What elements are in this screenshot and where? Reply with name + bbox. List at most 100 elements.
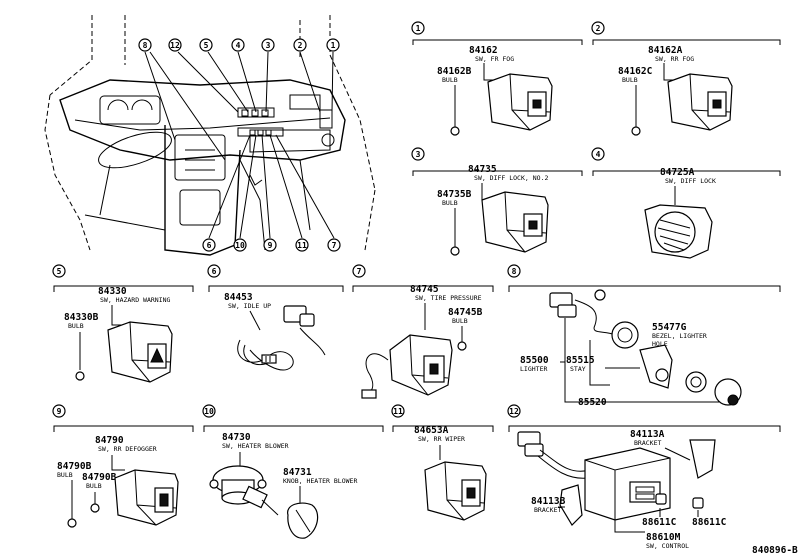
part-number: 84745 [410,284,439,295]
part-number: 55477G [652,322,687,333]
callout-number: 10 [235,241,245,250]
part-description: SW, FR FOG [475,55,514,63]
part-description: BULB [86,482,102,490]
callout-number: 4 [596,150,601,159]
bulb-icon [450,126,460,136]
part-number: 85515 [566,355,595,366]
part-description: SW, IDLE UP [228,302,271,310]
callout-9[interactable]: 9 [263,238,277,252]
part-number: 84330 [98,286,127,297]
callout-number: 4 [236,41,241,50]
callout-4[interactable]: 4 [231,38,245,52]
part-number: 84790 [95,435,124,446]
section-11: 11 84653A SW, RR WIPER [391,404,494,521]
section-10: 10 84730 SW, HEATER BLOWER 84731 KNOB, H… [202,404,384,539]
part-number: 84745B [448,307,483,318]
lighter-harness [549,289,742,406]
callout-3[interactable]: 3 [261,38,275,52]
callout-number: 6 [212,267,217,276]
idle-up-switch [237,305,326,371]
part-description: BULB [622,76,638,84]
callout-2[interactable]: 2 [293,38,307,52]
bulb-icon [67,518,77,528]
callout-7[interactable]: 7 [327,238,341,252]
callout-1[interactable]: 1 [326,38,340,52]
callout-5[interactable]: 5 [199,38,213,52]
callout-number: 7 [332,241,337,250]
callout-number: 7 [357,267,362,276]
part-number: 84730 [222,432,251,443]
callout-number: 3 [266,41,271,50]
part-description: BULB [68,322,84,330]
callout-number: 5 [204,41,209,50]
part-number: 84453 [224,292,253,303]
section-12: 12 84113A BRACKET 84113B BRACKET 88611C … [507,404,781,550]
part-number: 84790B [57,461,92,472]
section-7: 7 84745 SW, TIRE PRESSURE 84745B BULB [352,264,494,399]
part-description: BULB [452,317,468,325]
part-number: 84330B [64,312,99,323]
fog-switch [667,73,733,131]
part-number: 84725A [660,167,695,178]
part-description: SW, DIFF LOCK [665,177,716,185]
heater-blower-switch [209,465,279,516]
part-number: 84162A [648,45,683,56]
control-switch-assembly [517,431,716,526]
bulb-icon [450,246,460,256]
part-description: BULB [57,471,73,479]
callout-number: 11 [297,241,307,250]
part-number: 84162B [437,66,472,77]
part-number: 84735 [468,164,497,175]
part-number: 85500 [520,355,549,366]
part-description: SW, RR FOG [655,55,694,63]
defogger-switch [114,469,179,526]
part-description: SW, HAZARD WARNING [100,296,171,304]
callout-8[interactable]: 8 [138,38,152,52]
part-number: 84162 [469,45,498,56]
part-description: SW, DIFF LOCK, NO.2 [474,174,548,182]
callout-number: 5 [57,267,62,276]
callout-number: 3 [416,150,421,159]
bulb-icon [90,503,100,513]
callout-11[interactable]: 11 [295,238,309,252]
part-number: 84735B [437,189,472,200]
callout-number: 1 [331,41,336,50]
callout-number: 2 [596,24,601,33]
part-description: BULB [442,199,458,207]
knob-icon [287,502,319,539]
callout-12[interactable]: 12 [168,38,182,52]
part-number: 84653A [414,425,449,436]
callout-10[interactable]: 10 [233,238,247,252]
tire-pressure-switch [361,334,467,399]
callout-number: 2 [298,41,303,50]
rr-wiper-switch [424,461,487,521]
fog-switch [487,73,553,131]
diff-lock-switch [481,191,549,253]
callout-number: 6 [207,241,212,250]
main-callouts: 8 12 5 4 3 2 1 6 10 9 11 7 [138,38,341,252]
section-8: 8 55477G BEZEL, LIGHTER HOLE 85500 LIGHT… [507,264,781,408]
part-description: BRACKET [534,506,561,514]
hazard-switch [107,321,173,383]
part-number: 85520 [578,397,607,408]
part-number: 88611C [692,517,727,528]
bulb-icon [631,126,641,136]
callout-number: 11 [393,407,403,416]
part-number: 84162C [618,66,653,77]
part-description: SW, CONTROL [646,542,689,550]
part-description: SW, HEATER BLOWER [222,442,289,450]
callout-6[interactable]: 6 [202,238,216,252]
callout-number: 9 [57,407,62,416]
dashboard-overview [44,15,376,256]
section-9: 9 84790 SW, RR DEFOGGER 84790B BULB 8479… [52,404,194,528]
callout-number: 8 [143,41,148,50]
part-description: HOLE [652,340,668,348]
callout-number: 10 [204,407,214,416]
callout-number: 12 [170,41,180,50]
section-2: 2 84162A SW, RR FOG 84162C BULB [591,21,781,136]
section-5: 5 84330 SW, HAZARD WARNING 84330B BULB [52,264,194,383]
bulb-icon [457,341,467,351]
part-number: 88610M [646,532,681,543]
part-description: BULB [442,76,458,84]
